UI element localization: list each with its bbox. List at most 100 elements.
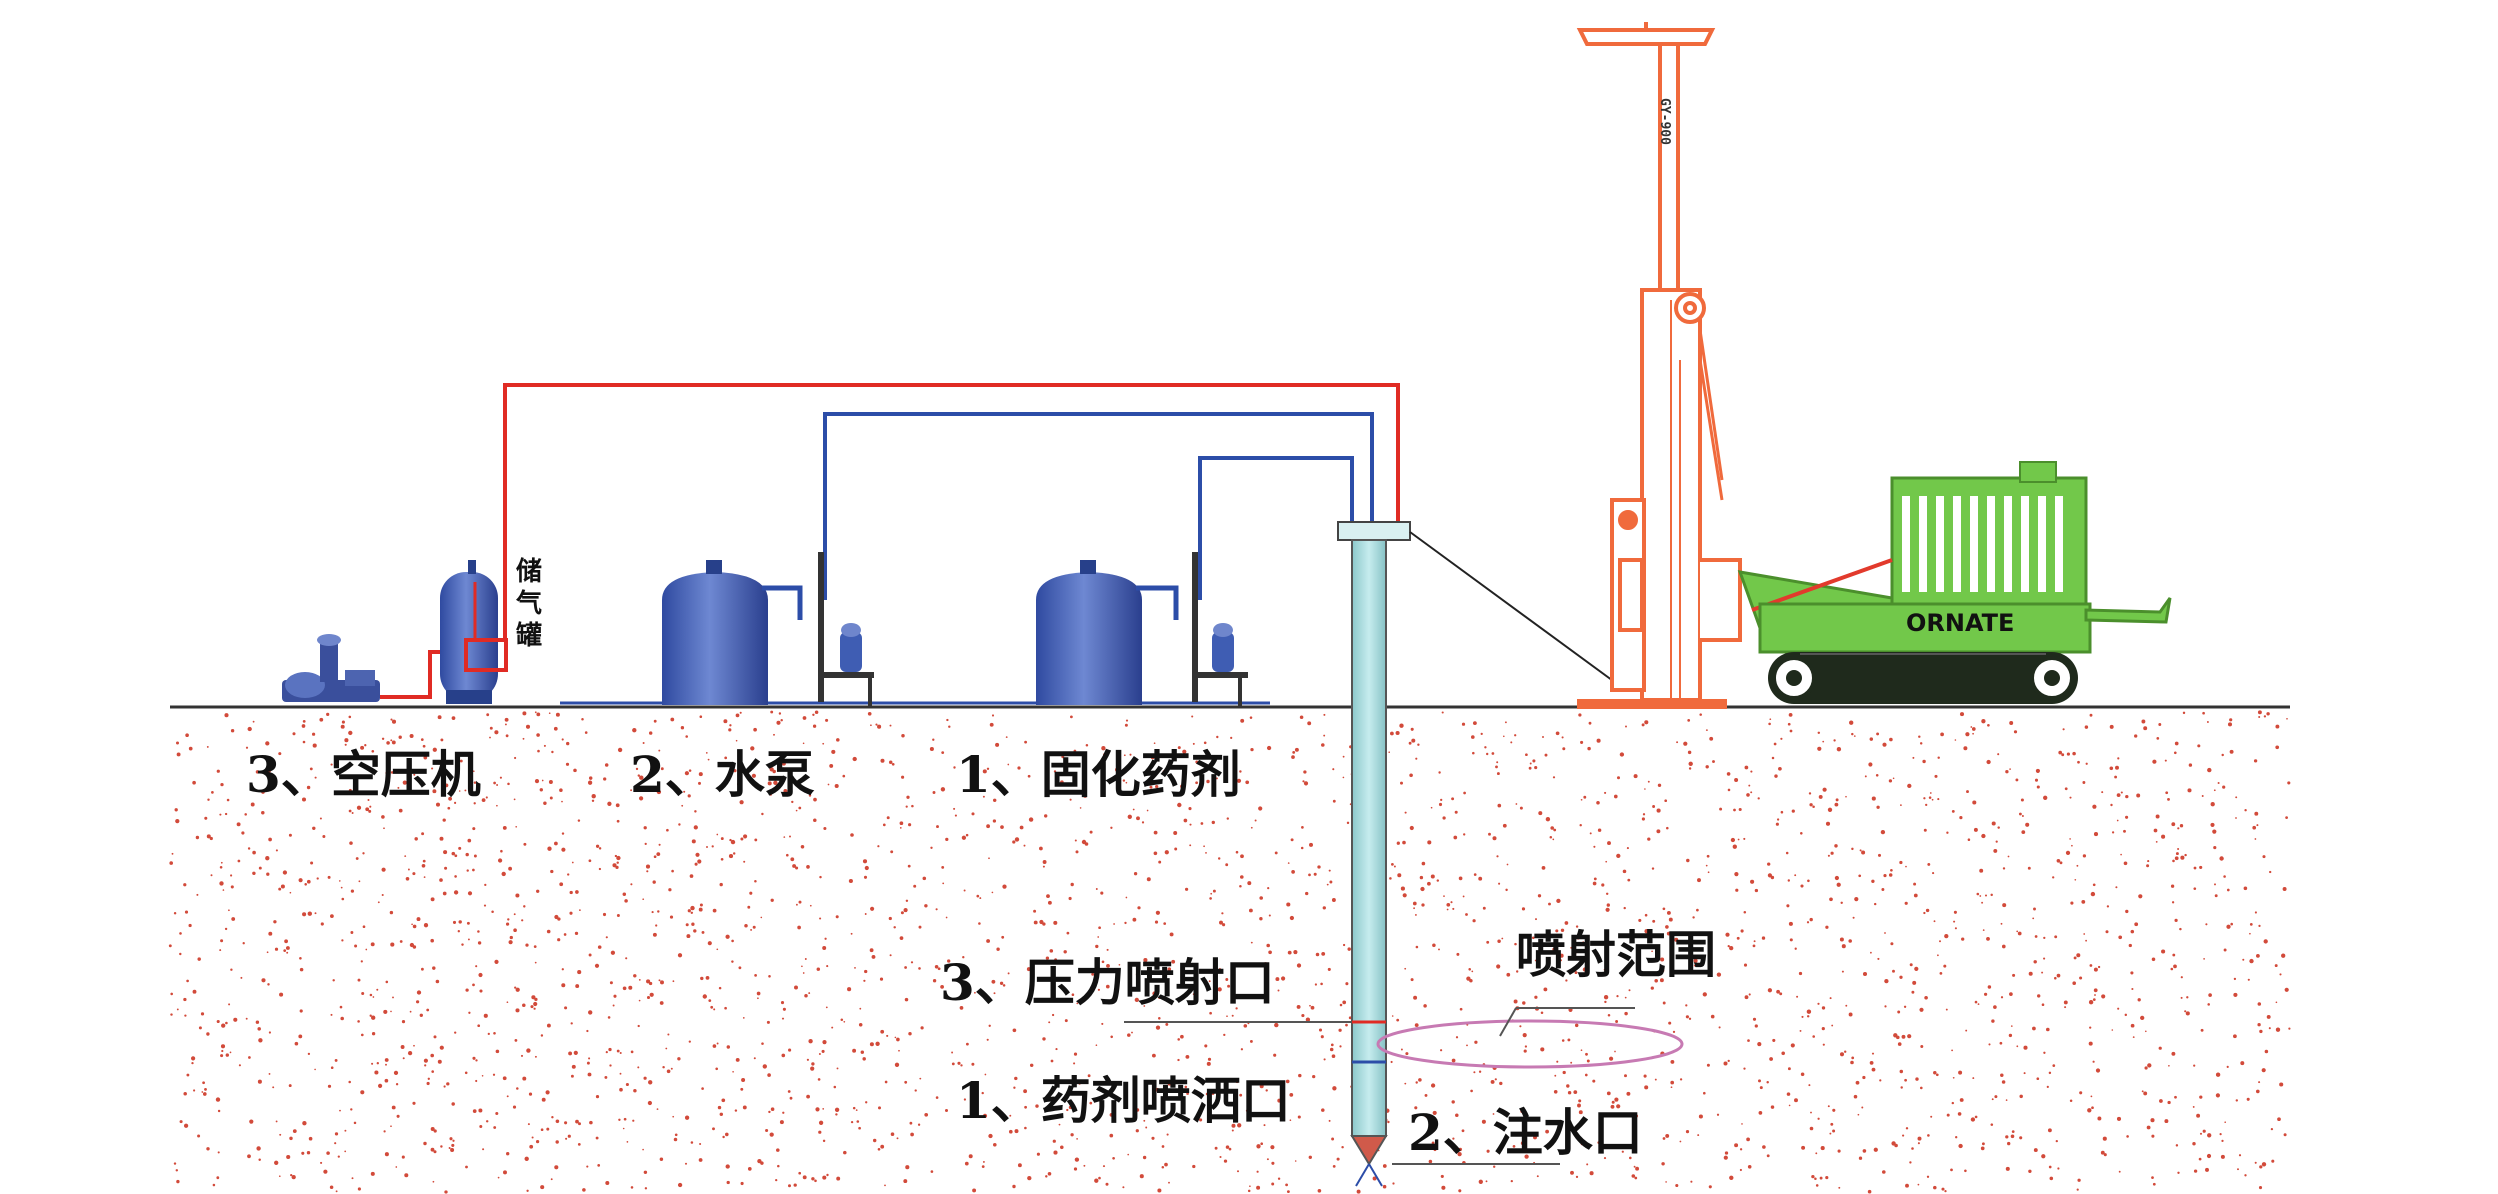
soil-dot — [1504, 721, 1507, 724]
soil-dot — [1970, 726, 1973, 728]
soil-dot — [1099, 1104, 1104, 1109]
soil-dot — [904, 966, 907, 969]
soil-dot — [402, 1057, 405, 1060]
soil-dot — [712, 1044, 717, 1048]
soil-dot — [335, 1190, 338, 1193]
soil-dot — [648, 981, 653, 986]
soil-dot — [800, 845, 805, 849]
soil-dot — [1414, 1023, 1419, 1028]
soil-dot — [1836, 882, 1841, 887]
soil-dot — [1204, 1044, 1208, 1048]
soil-dot — [1098, 926, 1101, 930]
soil-dot — [258, 866, 262, 870]
soil-dot — [898, 1049, 900, 1052]
soil-dot — [651, 769, 656, 774]
soil-dot — [1458, 1147, 1463, 1152]
soil-dot — [684, 1115, 690, 1120]
soil-dot — [525, 943, 529, 947]
soil-dot — [713, 1008, 716, 1011]
soil-dot — [550, 1178, 553, 1181]
soil-dot — [1236, 1170, 1240, 1173]
soil-dot — [421, 832, 425, 836]
soil-dot — [1890, 868, 1893, 872]
soil-dot — [2197, 744, 2201, 748]
soil-dot — [656, 1108, 659, 1110]
soil-dot — [1703, 1091, 1706, 1095]
soil-dot — [2263, 715, 2267, 718]
soil-dot — [286, 1154, 291, 1160]
soil-dot — [1840, 901, 1843, 904]
soil-dot — [1081, 839, 1087, 845]
soil-dot — [781, 1017, 785, 1020]
soil-dot — [789, 835, 791, 838]
soil-dot — [2074, 878, 2077, 881]
soil-dot — [575, 1119, 579, 1124]
grille-slat — [2004, 496, 2012, 592]
soil-dot — [515, 893, 520, 898]
soil-dot — [1869, 1061, 1874, 1065]
soil-dot — [221, 1049, 224, 1053]
soil-dot — [1310, 1005, 1315, 1010]
soil-dot — [1606, 903, 1610, 907]
soil-dot — [449, 1137, 453, 1141]
soil-dot — [1999, 1041, 2003, 1045]
soil-dot — [1327, 967, 1331, 971]
soil-dot — [432, 789, 437, 794]
soil-dot — [385, 771, 388, 775]
soil-dot — [487, 1032, 490, 1036]
soil-dot — [1889, 737, 1893, 742]
soil-dot — [822, 1139, 826, 1143]
soil-dot — [1195, 760, 1199, 764]
soil-dot — [398, 735, 402, 739]
soil-dot — [1922, 759, 1926, 764]
soil-dot — [285, 946, 290, 950]
soil-dot — [206, 1147, 210, 1151]
soil-dot — [554, 1165, 559, 1170]
soil-dot — [1607, 1014, 1611, 1017]
soil-dot — [869, 948, 874, 953]
soil-dot — [700, 976, 704, 981]
soil-dot — [776, 1148, 780, 1152]
soil-dot — [1919, 742, 1923, 745]
soil-dot — [880, 1144, 885, 1149]
soil-dot — [230, 874, 233, 877]
soil-dot — [1693, 964, 1696, 967]
soil-dot — [2092, 804, 2097, 809]
soil-dot — [546, 929, 551, 934]
soil-dot — [1382, 1184, 1387, 1189]
soil-dot — [1888, 873, 1893, 877]
soil-dot — [502, 825, 507, 830]
soil-dot — [1440, 1174, 1444, 1178]
soil-dot — [1675, 1183, 1679, 1188]
soil-dot — [2076, 864, 2079, 867]
soil-dot — [607, 801, 612, 806]
soil-dot — [742, 1105, 747, 1110]
label-pressure-jet: 3、压力喷射口 — [940, 953, 1275, 1012]
soil-dot — [2082, 854, 2087, 858]
soil-dot — [1738, 807, 1742, 812]
soil-dot — [1743, 911, 1747, 914]
soil-dot — [534, 711, 537, 714]
soil-dot — [2256, 824, 2259, 827]
soil-dot — [1633, 774, 1638, 779]
soil-dot — [2193, 1169, 2198, 1173]
soil-dot — [1106, 1078, 1111, 1083]
soil-dot — [894, 1036, 897, 1039]
soil-dot — [1923, 797, 1926, 800]
soil-dot — [962, 956, 965, 959]
soil-dot — [1217, 987, 1222, 992]
soil-dot — [1832, 1129, 1836, 1133]
soil-dot — [401, 1155, 405, 1159]
soil-dot — [2034, 778, 2039, 782]
soil-dot — [735, 1057, 740, 1062]
soil-dot — [1424, 1093, 1428, 1097]
soil-dot — [390, 1010, 392, 1013]
soil-dot — [2016, 930, 2019, 933]
soil-dot — [444, 1190, 448, 1194]
soil-dot — [1918, 735, 1921, 738]
soil-dot — [454, 1031, 457, 1034]
soil-dot — [1281, 976, 1286, 981]
soil-dot — [1301, 826, 1304, 829]
soil-dot — [988, 857, 990, 860]
soil-dot — [991, 714, 995, 717]
